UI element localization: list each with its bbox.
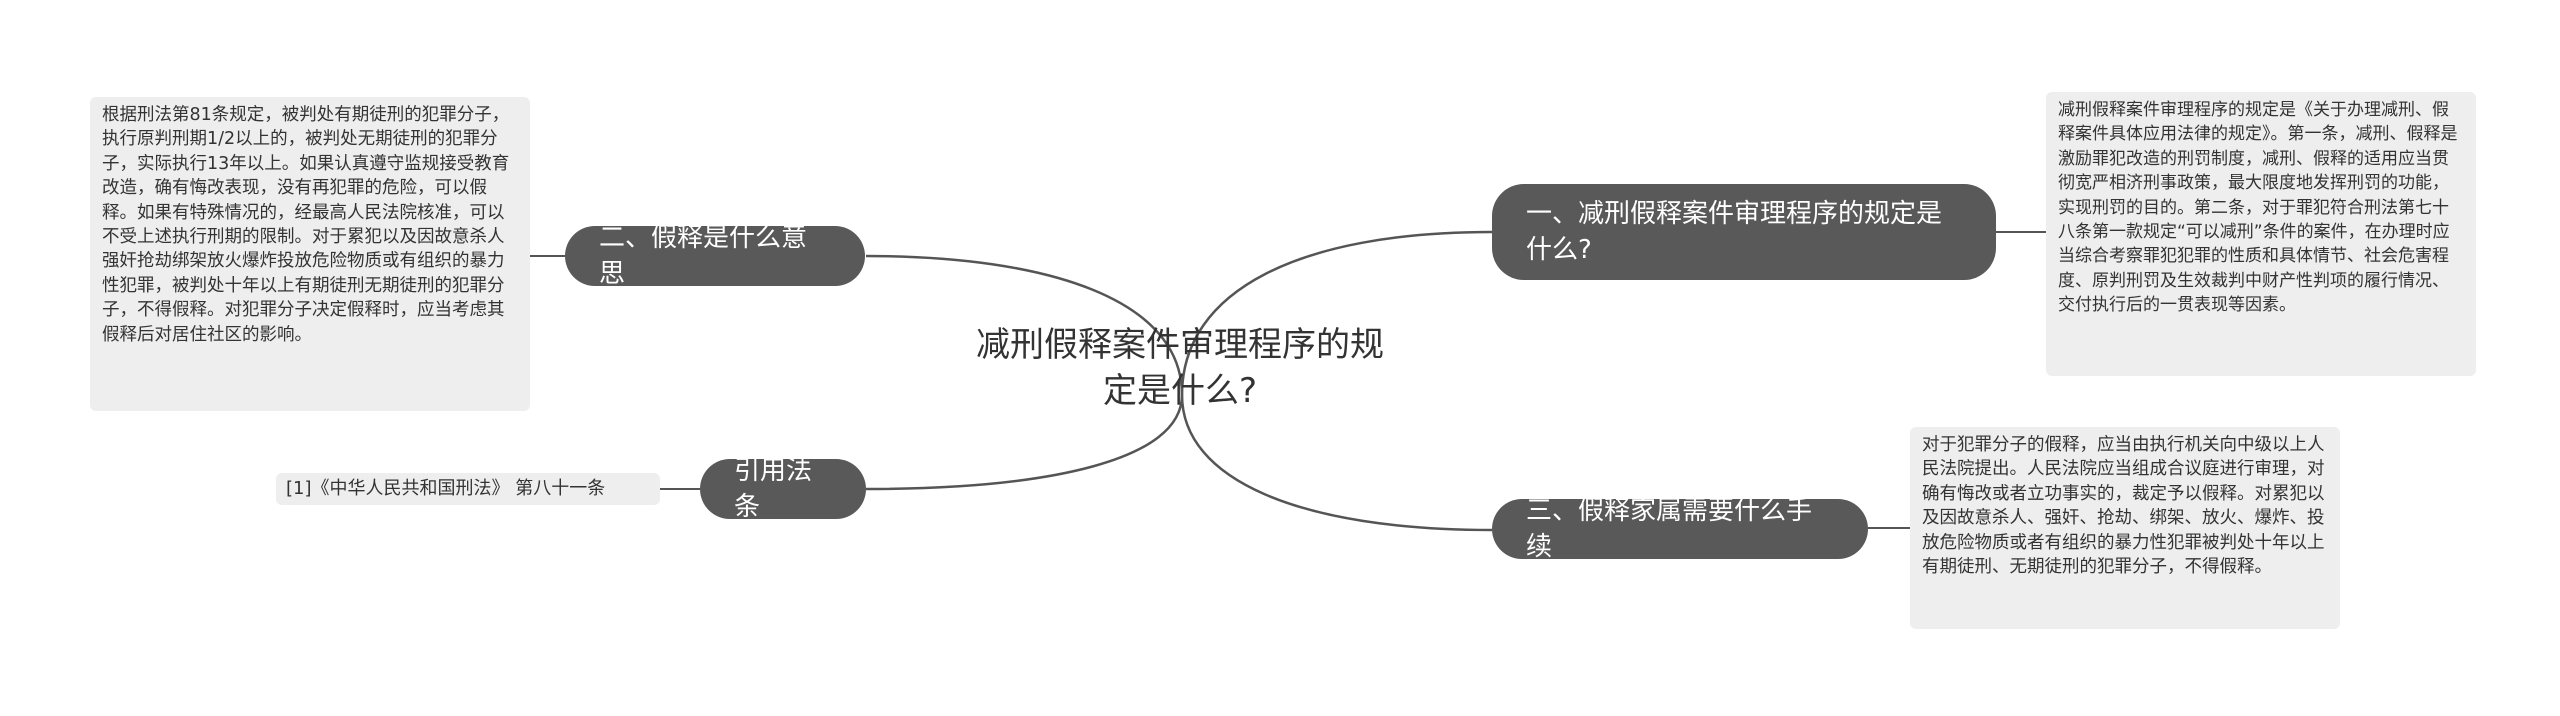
note-review-procedure: 减刑假释案件审理程序的规定是《关于办理减刑、假释案件具体应用法律的规定》。第一条… [2046, 92, 2476, 376]
edge-root-b2 [865, 254, 1184, 396]
branch-family-procedure-label: 三、假释家属需要什么手续 [1526, 496, 1813, 562]
branch-parole-meaning[interactable]: 二、假释是什么意思 [565, 223, 865, 289]
branch-review-procedure[interactable]: 一、减刑假释案件审理程序的规定是什么? [1492, 184, 1996, 280]
branch-family-procedure[interactable]: 三、假释家属需要什么手续 [1492, 496, 1868, 562]
branch-cited-law-label: 引用法条 [734, 456, 813, 522]
note-cited-law: [1]《中华人民共和国刑法》 第八十一条 [276, 473, 660, 505]
note-parole-meaning: 根据刑法第81条规定，被判处有期徒刑的犯罪分子，执行原判刑期1/2以上的，被判处… [90, 97, 530, 411]
branch-review-procedure-label: 一、减刑假释案件审理程序的规定是什么? [1526, 199, 1943, 265]
edge-root-b1 [1180, 230, 1493, 396]
branch-cited-law[interactable]: 引用法条 [700, 456, 866, 522]
edge-root-b4 [865, 394, 1184, 491]
branch-parole-meaning-label: 二、假释是什么意思 [599, 223, 808, 289]
root-topic[interactable]: 减刑假释案件审理程序的规定是什么? [976, 325, 1384, 411]
edge-root-b3 [1180, 394, 1493, 532]
note-family-procedure: 对于犯罪分子的假释，应当由执行机关向中级以上人民法院提出。人民法院应当组成合议庭… [1910, 427, 2340, 629]
